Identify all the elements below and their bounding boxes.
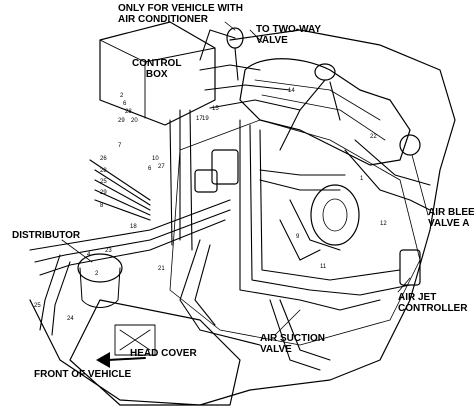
two-way-valve-label: TO TWO-WAY VALVE [256, 24, 321, 46]
front-of-vehicle-label: FRONT OF VEHICLE [34, 369, 132, 380]
hose-number: 9 [296, 234, 300, 240]
distributor-label: DISTRIBUTOR [12, 230, 81, 241]
hose-number: 11 [320, 264, 327, 270]
hose-number: 23 [105, 248, 112, 254]
hose-number: 27 [158, 164, 165, 170]
intake-manifold [239, 58, 411, 166]
hose-number: 1 [360, 176, 364, 182]
air-bleed-valve-label: AIR BLEED VALVE A [428, 207, 474, 229]
hose-number: 19 [202, 116, 209, 122]
hose-number: 12 [380, 221, 387, 227]
hose-number: 6 [123, 101, 127, 107]
hose-number: 8 [100, 203, 104, 209]
control-box-label: CONTROL BOX [132, 58, 182, 80]
hose-number: 17 [196, 116, 203, 122]
only-ac-label: ONLY FOR VEHICLE WITH AIR CONDITIONER [118, 3, 244, 25]
hose-number: 28 [125, 109, 132, 115]
hose-number: 28 [100, 168, 107, 174]
head-cover-label: HEAD COVER [130, 348, 197, 359]
hose-number: 6 [148, 166, 152, 172]
head-cover [69, 299, 241, 406]
hose-number: 18 [130, 224, 137, 230]
throttle-body [310, 184, 360, 246]
head-cover-arrow [107, 357, 146, 361]
hose-number: 29 [118, 118, 125, 124]
control-box [99, 21, 216, 126]
hose-number: 24 [67, 316, 74, 322]
hose-number: 2 [120, 93, 124, 99]
distributor-cap [77, 253, 123, 283]
hose-number: 7 [118, 143, 122, 149]
hose-number: 2 [95, 271, 99, 277]
hose-number: 21 [158, 266, 165, 272]
hose-number: 22 [370, 134, 377, 140]
engine-outline [29, 29, 456, 406]
hose-number: 25 [34, 303, 41, 309]
hose-number: 20 [131, 118, 138, 124]
hose-number: 15 [212, 106, 219, 112]
air-jet-controller-label: AIR JET CONTROLLER [398, 292, 468, 314]
air-suction-valve-label: AIR SUCTION VALVE [260, 333, 325, 355]
air-bleed-valve [399, 134, 421, 156]
hose-number: 14 [288, 88, 295, 94]
hose-number: 29 [100, 190, 107, 196]
hose-number: 25 [100, 179, 107, 185]
hose-number: 26 [100, 156, 107, 162]
hose-number: 4 [87, 252, 91, 258]
hose-number: 10 [152, 156, 159, 162]
